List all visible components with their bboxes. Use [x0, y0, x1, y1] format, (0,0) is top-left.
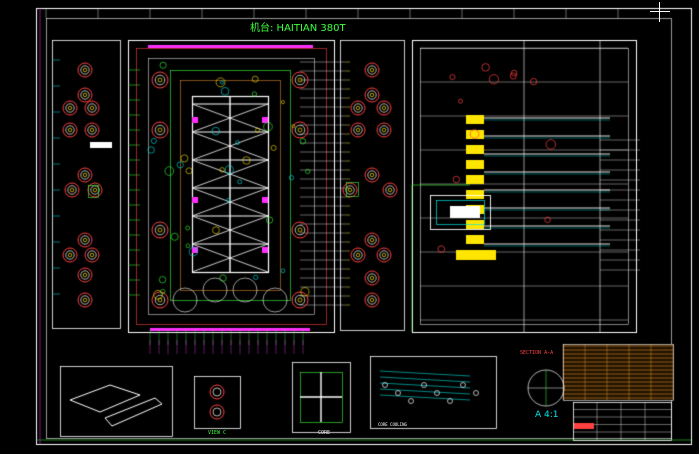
sheet-scale-label: A 4:1: [535, 410, 559, 420]
section-label: SECTION A-A: [520, 350, 554, 356]
crosshair-cursor-icon: [650, 2, 670, 22]
core-cooling-label: CORE COOLING: [378, 422, 407, 427]
machine-title: 机台: HAITIAN 380T: [250, 23, 346, 34]
view-c-label: VIEW C: [208, 430, 227, 436]
core-label: CORE: [318, 430, 331, 436]
